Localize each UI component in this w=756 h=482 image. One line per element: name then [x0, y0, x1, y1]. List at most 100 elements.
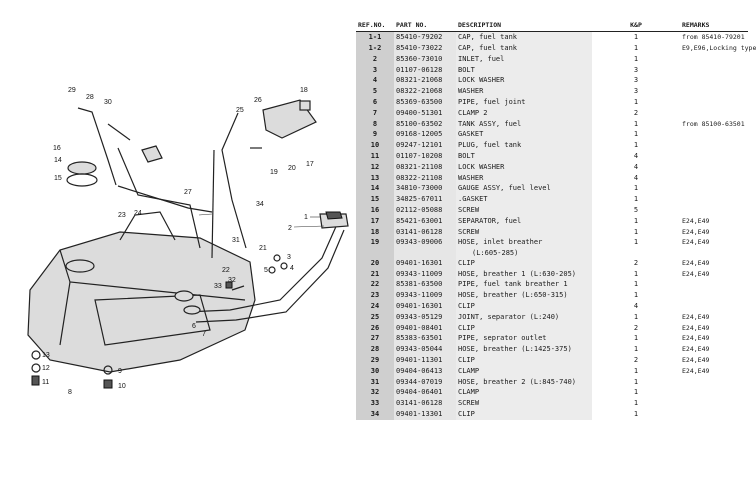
- row-ref-text: 18: [370, 227, 380, 236]
- row-ref: 13: [356, 172, 394, 184]
- row-part-no-text: 09168-12005: [396, 130, 443, 139]
- row-part-no-text: 01107-10208: [396, 151, 443, 160]
- row-part-no-text: 09343-11009: [396, 269, 443, 278]
- row-qty: 1: [592, 194, 680, 205]
- row-remarks-text: E24,E49: [682, 345, 710, 354]
- row-qty: 1: [592, 279, 680, 290]
- row-ref-text: 4: [372, 76, 378, 85]
- tank-rib: [94, 294, 211, 346]
- row-description: LOCK WASHER: [456, 75, 592, 87]
- row-qty: 1: [592, 333, 680, 344]
- row-ref-text: 13: [370, 173, 380, 182]
- row-description-text: WASHER: [458, 173, 484, 182]
- header-description: DESCRIPTION: [456, 20, 592, 33]
- gauge-gasket: [66, 173, 98, 187]
- row-ref-text: 1-2: [368, 44, 382, 52]
- row-part-no: 09401-11301: [394, 354, 456, 366]
- row-part-no-text: 09247-12101: [396, 141, 443, 150]
- row-qty: 1: [592, 387, 680, 398]
- row-qty-text: 1: [633, 54, 639, 63]
- filler-hose-outer: [195, 229, 345, 323]
- row-description: WASHER: [456, 172, 592, 184]
- row-ref-text: 29: [370, 355, 380, 364]
- row-qty: 1: [592, 366, 680, 377]
- row-remarks: [680, 108, 748, 119]
- row-description: PIPE, seprator outlet: [456, 333, 592, 345]
- row-qty-text: 1: [633, 345, 639, 354]
- row-description-text: HOSE, breather (L:1425-375): [458, 345, 572, 354]
- row-ref: 8: [356, 118, 394, 130]
- row-remarks-text: E24,E49: [682, 258, 710, 267]
- lock-washer-4: [280, 262, 288, 270]
- row-part-no: 85369-63500: [394, 96, 456, 108]
- row-ref: 18: [356, 226, 394, 238]
- row-ref: 17: [356, 215, 394, 227]
- row-qty-text: 1: [633, 409, 639, 418]
- row-ref: 1-2: [356, 43, 394, 54]
- row-qty-text: 5: [633, 205, 639, 214]
- callout-20: 20: [288, 165, 296, 172]
- row-remarks-text: E24,E49: [682, 238, 710, 247]
- gauge-port: [65, 259, 95, 273]
- row-ref: 16: [356, 204, 394, 216]
- row-ref: 1-1: [356, 31, 394, 43]
- row-description: CLAMP 2: [456, 107, 592, 119]
- row-qty-text: 1: [633, 184, 639, 193]
- row-description-text: CLIP: [458, 323, 475, 332]
- callout-31: 31: [232, 237, 240, 244]
- row-description-text: HOSE, inlet breather: [458, 238, 543, 247]
- row-qty: 1: [592, 344, 680, 355]
- row-description: CAP, fuel tank: [456, 43, 592, 54]
- row-description-text: CLIP: [458, 258, 475, 267]
- row-remarks: E24,E49: [680, 227, 748, 238]
- row-description: PLUG, fuel tank: [456, 140, 592, 151]
- filler-hose: [185, 221, 339, 313]
- row-part-no: 09400-51301: [394, 107, 456, 119]
- row-description: .GASKET: [456, 194, 592, 205]
- row-part-no: 09343-09006: [394, 237, 456, 258]
- row-description-text: SCREW: [458, 227, 480, 236]
- row-qty-text: 1: [633, 399, 639, 408]
- row-qty-text: 3: [633, 76, 639, 85]
- row-remarks-text: E24,E49: [682, 216, 710, 225]
- row-ref-text: 28: [370, 345, 380, 354]
- row-description: BOLT: [456, 150, 592, 162]
- row-part-no: 03141-06128: [394, 398, 456, 409]
- row-remarks: [680, 97, 748, 108]
- row-ref-text: 27: [370, 334, 380, 343]
- row-description-text: GAUGE ASSY, fuel level: [458, 184, 551, 193]
- row-ref: 26: [356, 322, 394, 334]
- row-description-text: PIPE, seprator outlet: [458, 334, 547, 343]
- row-part-no-text: 85410-79202: [396, 33, 443, 42]
- row-part-no: 34825-67011: [394, 194, 456, 205]
- row-qty: 3: [592, 86, 680, 97]
- row-description-text: SCREW: [458, 399, 480, 408]
- row-description-text: CLIP: [458, 409, 475, 418]
- row-part-no-text: 85100-63502: [396, 119, 443, 128]
- separator-outlet-line: [117, 185, 213, 213]
- row-ref-text: 30: [370, 366, 380, 375]
- row-description: HOSE, inlet breather(L:605-285): [456, 237, 592, 258]
- breather-hose: [221, 112, 247, 249]
- row-description-text: CAP, fuel tank: [458, 33, 518, 42]
- callout-7: 7: [202, 331, 206, 338]
- separator-outlet-pipe: [211, 149, 215, 259]
- row-remarks: [680, 205, 748, 216]
- row-remarks: from 85100-63501: [680, 119, 748, 130]
- row-ref: 23: [356, 290, 394, 301]
- row-description-text: CLAMP: [458, 366, 480, 375]
- row-description-text: SCREW: [458, 205, 480, 214]
- row-qty: 1: [592, 43, 680, 54]
- row-qty-text: 1: [633, 97, 639, 106]
- row-part-no-text: 02112-05088: [396, 205, 443, 214]
